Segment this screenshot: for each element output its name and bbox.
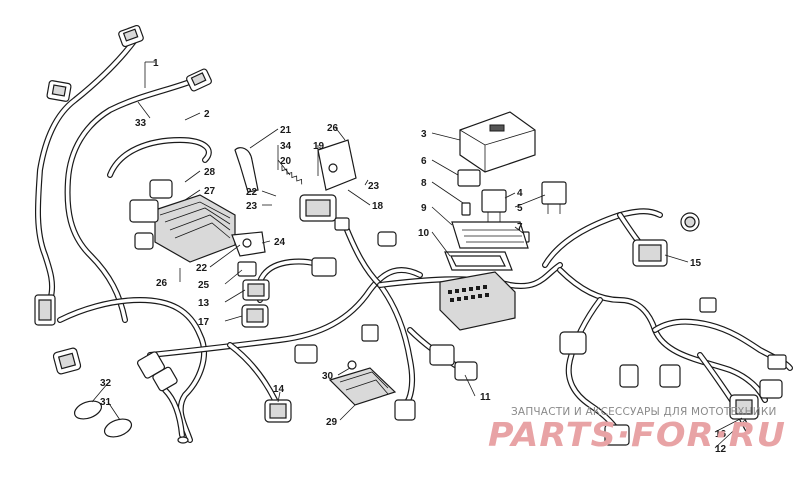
starter-relay-assembly: [299, 194, 350, 231]
fusebox-cover-3: [459, 111, 536, 173]
callout-21: 21: [280, 125, 292, 136]
callout-4: 4: [517, 188, 523, 199]
callout-28: 28: [204, 167, 216, 178]
ecu-29: [328, 360, 397, 406]
connector-right-mid: [559, 297, 787, 388]
callout-2: 2: [204, 109, 210, 120]
connector-17: [241, 304, 269, 328]
callout-33: 33: [135, 118, 147, 129]
callout-6: 6: [421, 156, 427, 167]
connector-lower-left-pair: [136, 351, 178, 392]
callout-12: 12: [715, 444, 727, 455]
connector-center-lower: [294, 324, 379, 364]
bracket-24: [231, 231, 266, 257]
fuse-8: [461, 202, 471, 216]
callout-20: 20: [280, 156, 292, 167]
connector-11: [429, 344, 478, 381]
fusebox-base: [439, 271, 516, 331]
callout-labels: 1 2 33 3 6 8 9 10 4 5 7 11 15 16 12 13 1…: [100, 58, 727, 455]
clamp-32: [73, 400, 103, 420]
callout-17: 17: [198, 317, 210, 328]
connector-red-lower: [604, 424, 630, 446]
callout-11: 11: [480, 392, 491, 403]
connector-15: [632, 239, 668, 267]
connector-left-upper: [46, 80, 72, 102]
callout-13: 13: [198, 298, 210, 309]
callout-19: 19: [313, 141, 325, 152]
callout-14: 14: [273, 384, 285, 395]
relay-4: [481, 189, 507, 222]
voltage-regulator: [129, 179, 236, 263]
callout-34: 34: [280, 141, 292, 152]
connector-14: [264, 399, 292, 423]
connector-top-right: [186, 68, 212, 92]
callout-22-lower: 22: [196, 263, 208, 274]
callout-10: 10: [418, 228, 430, 239]
connector-top-left: [118, 24, 144, 48]
clip-25: [237, 261, 257, 277]
boot-21: [234, 147, 259, 193]
connector-12-16: [729, 379, 783, 420]
watermark: ЗАПЧАСТИ И АКСЕССУАРЫ ДЛЯ МОТОТЕХНИКИ PA…: [488, 406, 786, 454]
callout-5: 5: [517, 203, 523, 214]
connector-13: [242, 279, 270, 301]
callout-27: 27: [204, 186, 216, 197]
callout-1: 1: [153, 58, 159, 69]
callout-8: 8: [421, 178, 427, 189]
callout-25: 25: [198, 280, 210, 291]
callout-30: 30: [322, 371, 334, 382]
regulator-connector: [134, 232, 154, 250]
connector-left-middle: [34, 294, 56, 326]
relay-bracket-18: [317, 139, 357, 191]
relay-5: [541, 181, 567, 214]
callout-23-left: 23: [246, 201, 258, 212]
spring-34: [281, 165, 303, 185]
callout-3: 3: [421, 129, 427, 140]
connector-plug-mid: [311, 231, 397, 277]
callout-9: 9: [421, 203, 427, 214]
callout-22-upper: 22: [246, 187, 258, 198]
callout-31: 31: [100, 397, 112, 408]
socket-right: [680, 212, 700, 232]
relay-6: [457, 169, 481, 187]
callout-15: 15: [690, 258, 702, 269]
ground-terminal: [177, 436, 189, 444]
clamp-31: [103, 418, 133, 438]
callout-7: 7: [517, 222, 523, 233]
fuse-label-9: [451, 221, 529, 249]
callout-16: 16: [715, 429, 727, 440]
watermark-caption: ЗАПЧАСТИ И АКСЕССУАРЫ ДЛЯ МОТОТЕХНИКИ: [511, 406, 777, 418]
callout-29: 29: [326, 417, 338, 428]
callout-23-right: 23: [368, 181, 380, 192]
seal-10: [444, 251, 513, 271]
callout-26-lower: 26: [156, 278, 168, 289]
callout-24: 24: [274, 237, 286, 248]
leader-lines: [91, 61, 746, 449]
callout-32: 32: [100, 378, 112, 389]
callout-18: 18: [372, 201, 384, 212]
watermark-logo: PARTS·FOR·RU: [488, 415, 786, 454]
connector-left-lower: [52, 347, 82, 375]
callout-26-upper: 26: [327, 123, 339, 134]
connector-ecu-right: [394, 399, 416, 421]
